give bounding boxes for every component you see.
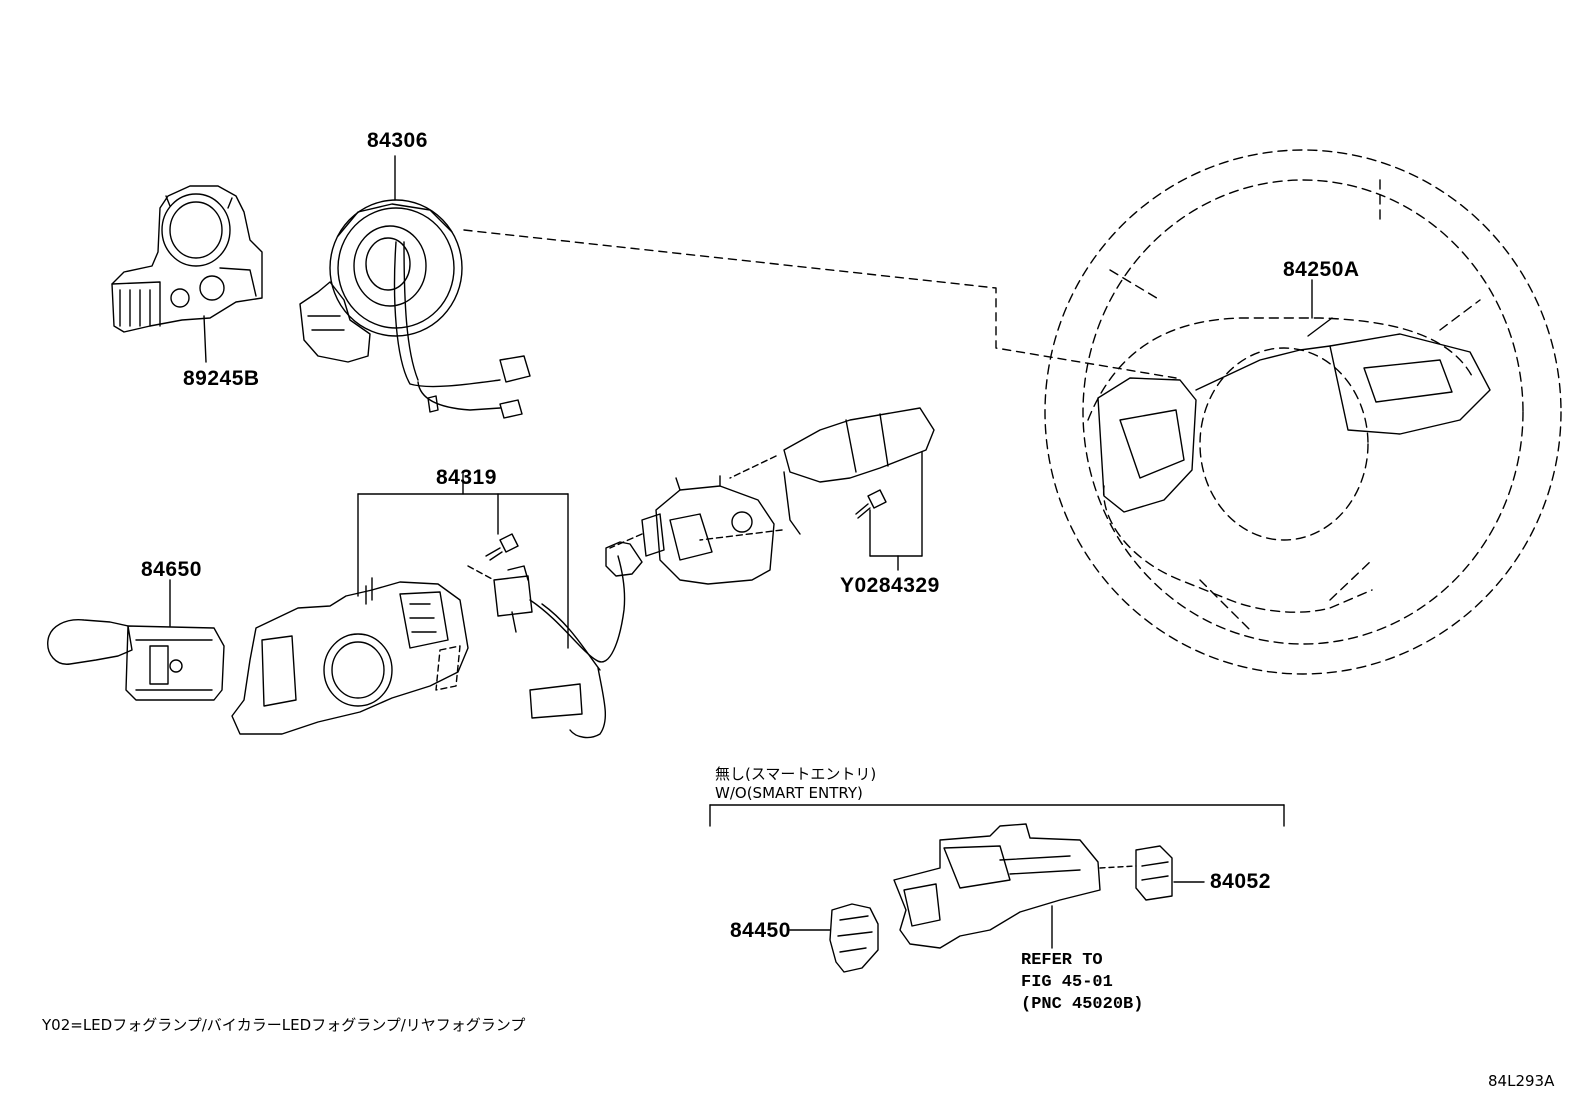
smart-entry-bracket (709, 804, 1285, 827)
steering-sensor-89245B (111, 185, 263, 363)
ignition-switch-housing (893, 823, 1137, 949)
refer-note-line3: (PNC 45020B) (1021, 995, 1144, 1014)
part-label-Y0284329: Y0284329 (840, 574, 940, 597)
part-label-89245B: 89245B (183, 367, 260, 390)
diagram-code: 84L293A (1488, 1072, 1555, 1090)
part-84450 (789, 903, 879, 973)
part-label-84650: 84650 (141, 558, 202, 581)
part-label-84306: 84306 (367, 129, 428, 152)
switch-84650 (47, 579, 225, 701)
connection-dashed-line (463, 229, 1177, 379)
condition-note-jp: 無し(スマートエントリ) (715, 765, 877, 783)
wiper-switch (609, 407, 935, 585)
part-label-84052: 84052 (1210, 870, 1271, 893)
spiral-cable-84306 (299, 155, 531, 419)
part-label-84319: 84319 (436, 466, 497, 489)
steering-wheel-switches (1097, 279, 1491, 513)
steering-wheel-84250A (1044, 149, 1562, 675)
wire-harness (467, 541, 643, 739)
screw-center (485, 533, 519, 561)
refer-note-line1: REFER TO (1021, 951, 1103, 970)
footnote: Y02=LEDフォグランプ/バイカラーLEDフォグランプ/リヤフォグランプ (42, 1016, 526, 1034)
condition-note-en: W/O(SMART ENTRY) (715, 784, 863, 802)
part-label-84450: 84450 (730, 919, 791, 942)
screw-Y0284329 (855, 451, 923, 571)
bracket-84319 (357, 473, 569, 649)
part-label-84250A: 84250A (1283, 258, 1360, 281)
switch-body-84319 (231, 577, 469, 735)
part-84052 (1135, 845, 1205, 901)
refer-note-line2: FIG 45-01 (1021, 973, 1113, 992)
